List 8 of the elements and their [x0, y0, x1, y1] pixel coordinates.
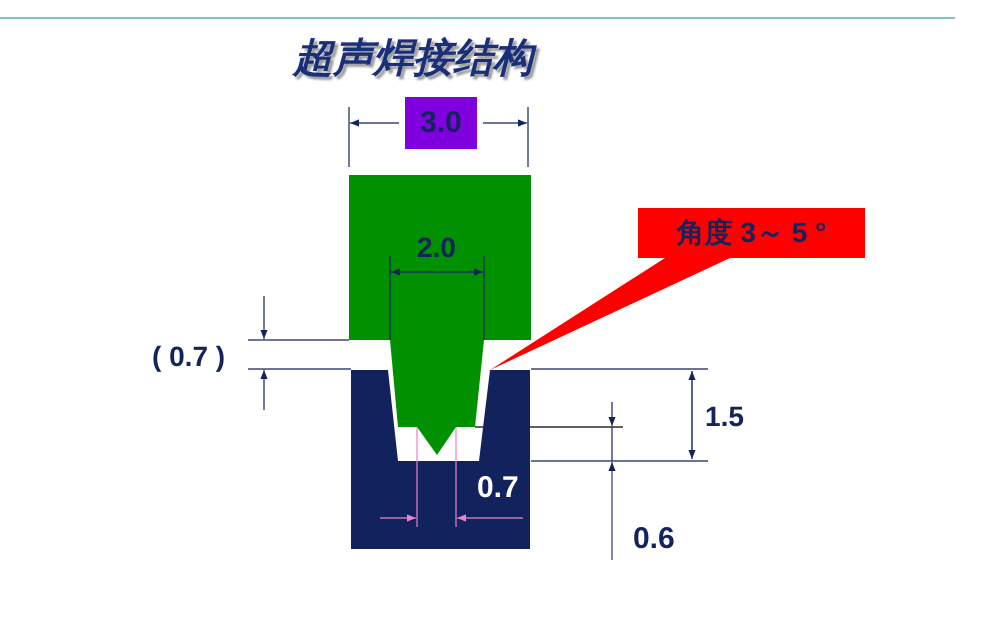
callout-box: 角度 3～ 5 °	[638, 208, 865, 258]
dimension-label: ( 0.7 )	[152, 343, 226, 371]
dimension-label: 0.6	[633, 524, 675, 554]
dimension-label: 2.0	[417, 234, 456, 262]
dimension-label: 0.7	[477, 473, 519, 503]
dimension-label: 1.5	[705, 403, 744, 431]
callout-pointer	[490, 258, 730, 370]
dimension-box: 3.0	[405, 97, 477, 149]
